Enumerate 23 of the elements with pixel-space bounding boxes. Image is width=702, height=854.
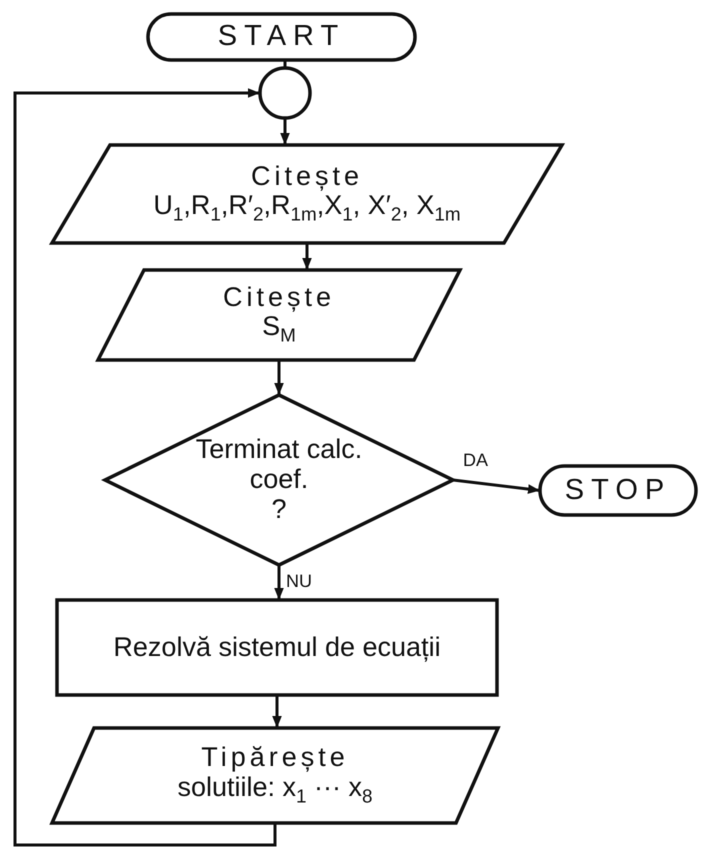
arrow [274,360,284,395]
node-text: Rezolvă sistemul de ecuații [113,632,441,662]
node-text: S$_{M}$ [262,312,296,348]
node-heading: Citește [222,282,336,312]
connector-circle [260,68,310,118]
input-output-parallelogram [52,728,498,823]
node-text: U$_{1}$,R$_{1}$,R′$_{2}$,R$_{1m}$,X$_{1}$, X′$_{2}$, X$_{1m}$ [153,191,461,226]
node-text: START [218,21,346,53]
input-output-parallelogram [98,270,460,360]
arrow [302,243,312,270]
arrow [272,695,282,728]
node-text: solutiile: x$_{1}$ ··· x$_{8}$ [177,772,373,808]
node-heading: Citește [250,162,364,192]
process-box [57,600,497,695]
terminal-shape [540,466,696,515]
arrow [14,88,276,846]
node-text: STOP [564,474,672,506]
arrow [452,478,540,494]
arrow [280,118,290,145]
input-output-parallelogram [52,145,562,243]
node-heading: Tipărește [201,743,349,773]
arrow [274,565,284,600]
terminal-shape [148,14,415,60]
